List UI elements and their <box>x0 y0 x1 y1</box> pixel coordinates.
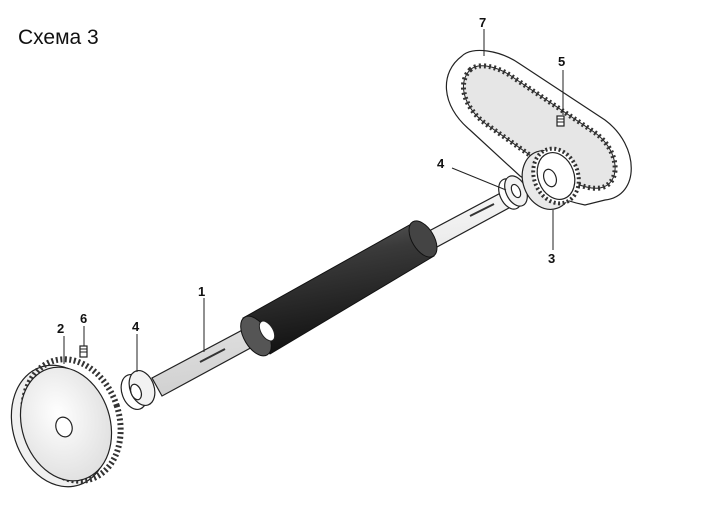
set-screw-gear <box>79 345 88 358</box>
diagram-title: Схема 3 <box>18 26 99 49</box>
gear <box>10 356 124 488</box>
callout-3: 3 <box>548 251 555 266</box>
leader-lines <box>63 29 564 372</box>
set-screw-pulley <box>556 115 565 127</box>
callout-7: 7 <box>479 15 486 30</box>
callout-6: 6 <box>80 311 87 326</box>
pulley <box>521 146 581 210</box>
roller <box>240 220 438 357</box>
callouts: 1 2 3 4 4 5 6 7 <box>57 15 565 336</box>
callout-5: 5 <box>558 54 565 69</box>
callout-1: 1 <box>198 284 205 299</box>
callout-2: 2 <box>57 321 64 336</box>
bearing-left <box>120 369 156 411</box>
timing-belt <box>445 49 632 206</box>
callout-4-right: 4 <box>437 156 445 171</box>
callout-4-left: 4 <box>132 319 140 334</box>
